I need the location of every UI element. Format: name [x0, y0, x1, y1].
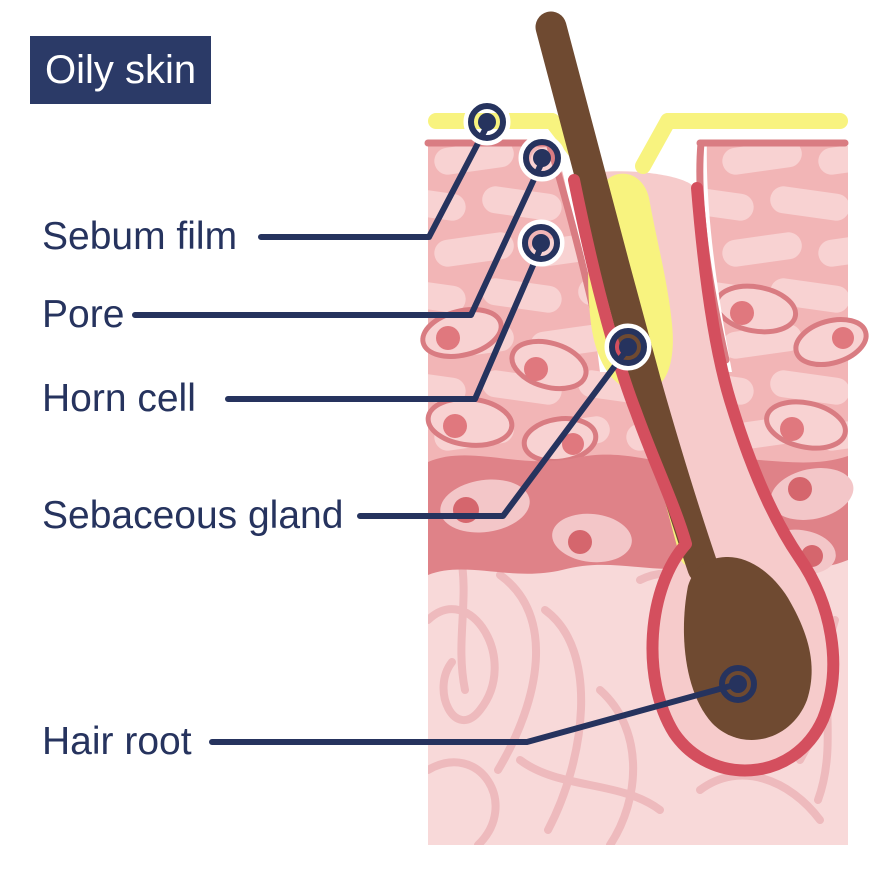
nucleated-cells	[420, 283, 869, 464]
page-title: Oily skin	[30, 36, 212, 104]
leader-line-sebum-film	[258, 123, 490, 240]
label-sebum-film: Sebum film	[42, 215, 238, 258]
hair-shaft	[535, 11, 719, 584]
leader-line-hair-root	[209, 682, 737, 745]
leader-line-sebaceous-gland	[357, 348, 629, 519]
follicle-wall	[568, 174, 840, 777]
sebum-film-marker	[463, 98, 511, 146]
leader-lines	[132, 123, 737, 745]
pore-marker	[518, 134, 566, 182]
horn-cell-marker	[517, 219, 565, 267]
hair-root-bulb	[683, 556, 812, 740]
label-hair-root: Hair root	[42, 720, 192, 763]
sebaceous-gland-marker	[604, 323, 652, 371]
label-sebaceous-gland: Sebaceous gland	[42, 494, 344, 537]
label-horn-cell: Horn cell	[42, 377, 196, 420]
hair-follicle	[428, 11, 848, 777]
leader-line-pore	[132, 159, 545, 318]
hair-root-marker	[719, 665, 757, 703]
label-pore: Pore	[42, 293, 125, 336]
leader-line-horn-cell	[225, 244, 544, 402]
